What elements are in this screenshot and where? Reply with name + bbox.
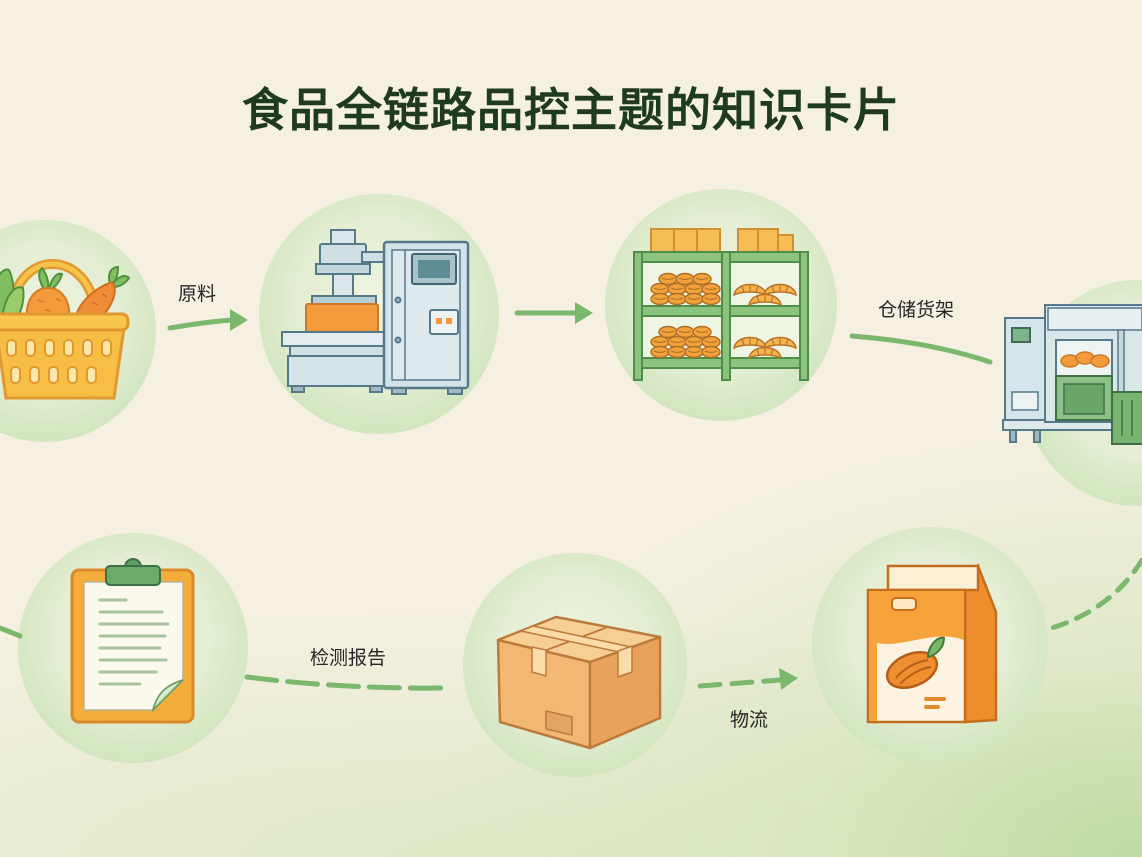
flow-dashed-report-to-logistics [244,674,449,691]
bag-text-lines [924,697,946,709]
label-inspection-report: 检测报告 [310,647,387,669]
carrot [73,265,131,322]
report-text-lines [98,598,170,686]
carrot [25,266,71,321]
control-panel [429,309,459,335]
bread-logo [885,636,946,689]
vegetable-basket-icon [0,259,131,400]
side-cabinet [1004,317,1046,421]
page-title: 食品全链路品控主题的知识卡片 [242,83,900,137]
flow-curve-storage-to-packaging [849,333,993,365]
box-tape-side [617,645,633,678]
flow-arrow-logistics [697,668,798,690]
basket-body [0,312,130,400]
storage-shelf-icon [633,228,809,381]
packaging-machine-icon [1002,304,1142,445]
box-label [545,710,573,736]
machine-screen [411,253,457,285]
label-raw-material: 原料 [178,283,217,305]
orange-food-block [305,303,379,333]
paper-folded-corner [151,679,184,713]
flow-dashed-packaging-to-product [1042,557,1142,633]
bag-top-fold [886,564,980,592]
processing-machine-icon [281,229,470,395]
flow-arrow-processing-to-storage [514,302,593,324]
bag-tag [891,597,917,611]
label-storage-shelf: 仓储货架 [878,299,955,321]
viewing-window [1055,339,1113,377]
press-column [311,229,389,305]
shelf-frame [633,251,809,381]
green-door-panel [1055,375,1113,421]
flow-connectors [0,302,1142,691]
flow-arrow-raw-to-processing [167,309,248,331]
output-box [1111,391,1142,445]
box-tape-front [531,646,547,677]
shipping-box-icon [496,615,662,750]
clipboard-report-icon [70,558,195,724]
flow-dashed-left-edge [0,625,23,639]
label-logistics: 物流 [730,709,769,731]
clipboard-clip [105,558,161,586]
food-bag-icon [866,563,998,724]
machine-table [281,331,391,393]
